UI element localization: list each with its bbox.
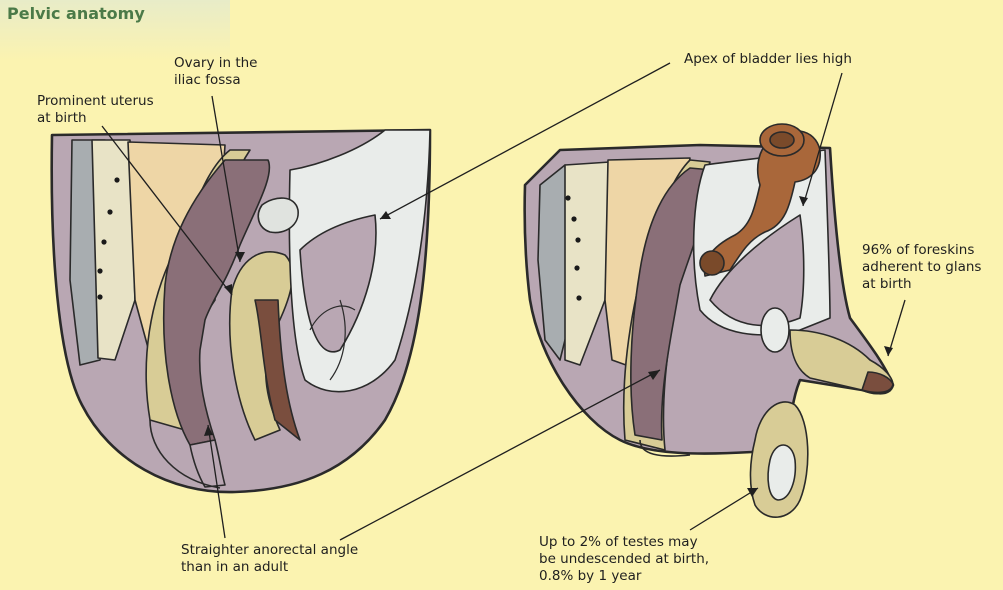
female-pelvis-section (50, 128, 432, 494)
label-ovary-line1: Ovary in the (174, 55, 258, 71)
label-testes-line1: Up to 2% of testes may (539, 534, 698, 550)
label-foreskin: 96% of foreskins adherent to glans at bi… (862, 242, 981, 293)
label-anorectal-line2: than in an adult (181, 559, 289, 575)
anorectal-leader-1 (207, 424, 226, 539)
label-ovary-line2: iliac fossa (174, 72, 241, 88)
label-foreskin-line2: adherent to glans (862, 259, 982, 275)
foreskin-leader (887, 299, 906, 357)
label-ovary: Ovary in the iliac fossa (174, 55, 257, 89)
label-foreskin-line1: 96% of foreskins (862, 242, 975, 258)
female-ovary (257, 197, 299, 234)
label-anorectal: Straighter anorectal angle than in an ad… (181, 542, 358, 576)
male-bowel-loop (703, 129, 821, 277)
female-rectum (162, 159, 271, 446)
label-anorectal-line1: Straighter anorectal angle (181, 542, 359, 558)
label-testes-line2: be undescended at birth, (539, 551, 710, 567)
label-foreskin-line3: at birth (862, 276, 912, 292)
ovary-leader (211, 95, 241, 263)
leader-arrowheads (204, 196, 893, 497)
label-testes: Up to 2% of testes may be undescended at… (539, 534, 709, 585)
anorectal-leader-2 (339, 369, 661, 541)
testes-leader (689, 487, 759, 531)
leader-lines (101, 62, 906, 541)
header-shading (0, 0, 230, 60)
bladder-leader-2 (802, 72, 843, 207)
label-bladder: Apex of bladder lies high (684, 51, 852, 68)
diagram-title: Pelvic anatomy (7, 4, 145, 23)
label-testes-line3: 0.8% by 1 year (539, 568, 642, 584)
male-pelvis-section (523, 123, 895, 518)
male-testis (760, 307, 790, 353)
uterus-leader (101, 125, 233, 296)
label-uterus-line1: Prominent uterus (37, 93, 154, 109)
bladder-leader (379, 62, 671, 220)
label-bladder-text: Apex of bladder lies high (684, 51, 852, 67)
label-uterus-line2: at birth (37, 110, 87, 126)
label-uterus: Prominent uterus at birth (37, 93, 154, 127)
